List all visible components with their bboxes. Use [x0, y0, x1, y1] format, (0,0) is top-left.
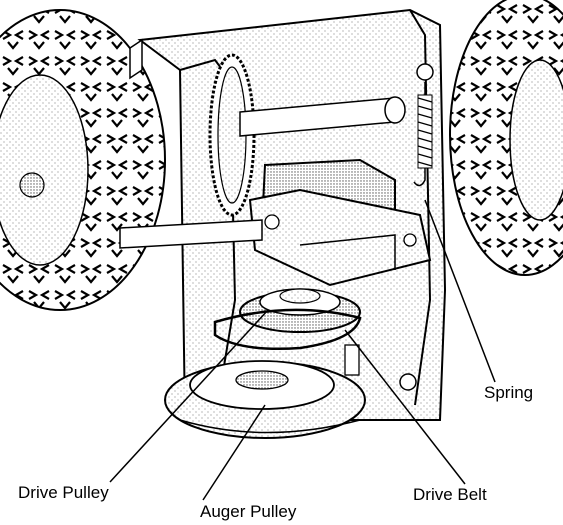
drive-belt: [213, 308, 362, 351]
auger-pulley: [164, 360, 366, 439]
gearbox: [248, 158, 432, 287]
drive-pulley: [239, 288, 361, 333]
idler-bolt: [344, 344, 417, 391]
label-auger-pulley: Auger Pulley: [200, 502, 297, 521]
leader-spring: [424, 199, 496, 383]
leader-drive-belt: [344, 329, 466, 485]
label-spring: Spring: [484, 383, 534, 402]
leader-auger-pulley: [202, 404, 266, 501]
lower-shaft: [119, 219, 263, 249]
spring: [413, 63, 434, 187]
upper-shaft: [239, 96, 406, 137]
label-drive-pulley: Drive Pulley: [18, 483, 109, 502]
drive-gear: [208, 53, 256, 217]
leader-lines: [109, 199, 496, 501]
right-wheel: [449, 0, 563, 276]
label-drive-belt: Drive Belt: [413, 485, 487, 504]
leader-drive-pulley: [109, 309, 269, 483]
